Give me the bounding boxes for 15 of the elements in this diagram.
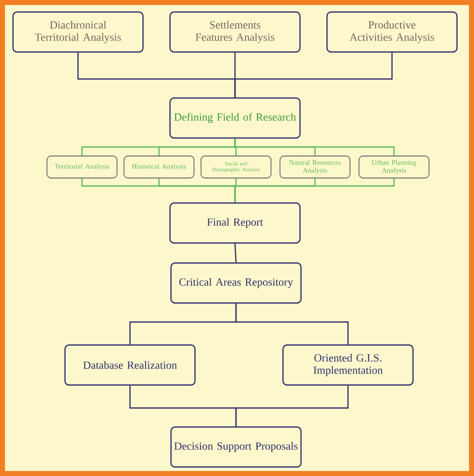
connector-line [234, 138, 395, 156]
connector-line [235, 304, 349, 344]
process-box: Oriented G.I.S. Implementation [282, 344, 414, 386]
process-box: Final Report [169, 202, 301, 244]
analysis-box: Productive Activities Analysis [326, 11, 458, 53]
connector-line [234, 244, 237, 262]
process-box: Defining Field of Research [169, 97, 301, 139]
connector-line [234, 52, 393, 98]
process-box: Decision Support Proposals [170, 426, 302, 468]
analysis-box: Diachronical Territorial Analysis [12, 11, 144, 53]
analysis-box: Settlements Features Analysis [169, 11, 301, 53]
connector-line [235, 386, 349, 426]
process-box: Critical Areas Repository [170, 262, 302, 304]
process-box: Database Realization [64, 344, 196, 386]
connector-line [234, 178, 395, 202]
